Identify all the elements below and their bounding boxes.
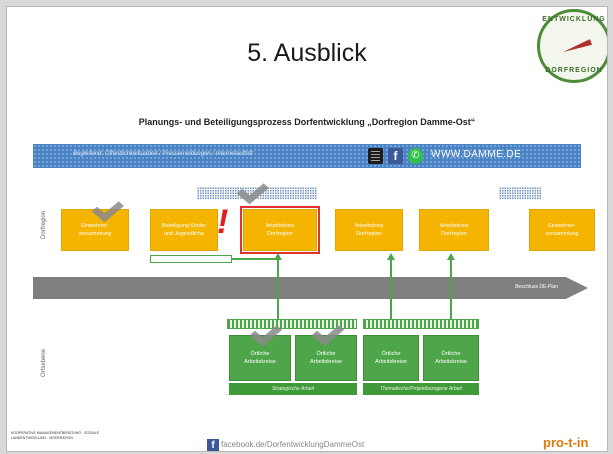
presentation-slide: 5. Ausblick ENTWICKLUNG DORFREGION Planu… — [6, 6, 608, 452]
process-subtitle: Planungs- und Beteiligungsprozess Dorfen… — [138, 117, 476, 127]
green-footer-thematische-arbeit: Thematische/Projektbezogene Arbeit — [363, 383, 479, 395]
green-connector — [390, 259, 392, 319]
arrow-label: Beschluss DE-Plan — [515, 284, 558, 290]
whatsapp-icon: ✆ — [408, 148, 423, 164]
facebook-link[interactable]: facebook.de/DorfentwicklungDammeOst — [221, 440, 365, 450]
dorfregion-label: Dorfregion — [41, 210, 47, 239]
book-icon — [368, 148, 383, 164]
dorfentwicklung-seal-icon: ENTWICKLUNG DORFREGION — [537, 9, 607, 83]
up-arrow-icon — [447, 253, 455, 260]
seal-needle — [562, 39, 592, 55]
timeline-arrow: Beschluss DE-Plan — [33, 277, 588, 299]
up-arrow-icon — [387, 253, 395, 260]
up-arrow-icon — [274, 253, 282, 260]
exclamation-icon: ! — [217, 203, 229, 241]
green-footer-strategische-arbeit: Strategische Arbeit — [229, 383, 357, 395]
pro-t-in-logo: pro-t-in — [543, 435, 589, 450]
orange-box-einwohnerversammlung-final: Einwohner-versammlung — [529, 209, 595, 251]
seal-text-bottom: DORFREGION — [545, 67, 603, 74]
orange-box-einwohnerversammlung: Einwohner-versammlung — [61, 209, 129, 251]
green-connector — [277, 259, 279, 319]
ortsebene-label: Ortsebene — [41, 348, 47, 377]
website-link[interactable]: WWW.DAMME.DE — [431, 149, 522, 160]
checkmark-icon — [252, 165, 286, 195]
communication-banner: Begleitend: Öffentlichkeitsarbeit / Pres… — [33, 144, 581, 168]
green-small-box — [150, 255, 232, 263]
green-connector — [232, 258, 277, 260]
banner-text: Begleitend: Öffentlichkeitsarbeit / Pres… — [73, 151, 253, 157]
slide-title: 5. Ausblick — [247, 39, 367, 67]
green-dotted-strip — [363, 319, 479, 329]
seal-text-top: ENTWICKLUNG — [542, 16, 606, 23]
checkmark-icon — [107, 183, 141, 213]
company-footer-text: KOOPERATIVE MANAGEMENTBERATUNG · SOZIALE… — [11, 431, 99, 440]
checkmark-icon — [265, 307, 299, 337]
checkmark-icon — [327, 307, 361, 337]
facebook-icon: f — [207, 439, 219, 451]
green-connector — [450, 259, 452, 319]
dotted-strip — [499, 187, 541, 200]
facebook-icon: f — [388, 148, 403, 164]
